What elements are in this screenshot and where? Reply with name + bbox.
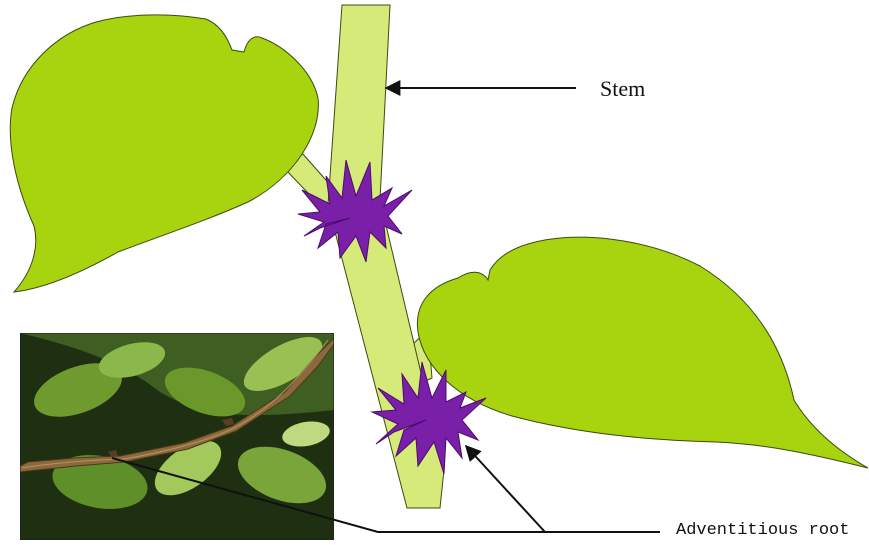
adventitious-root-label: Adventitious root xyxy=(676,522,849,539)
right-leaf xyxy=(417,237,868,468)
vine-photo-inset xyxy=(20,326,334,540)
left-leaf xyxy=(10,15,318,292)
stem-label: Stem xyxy=(600,78,645,100)
